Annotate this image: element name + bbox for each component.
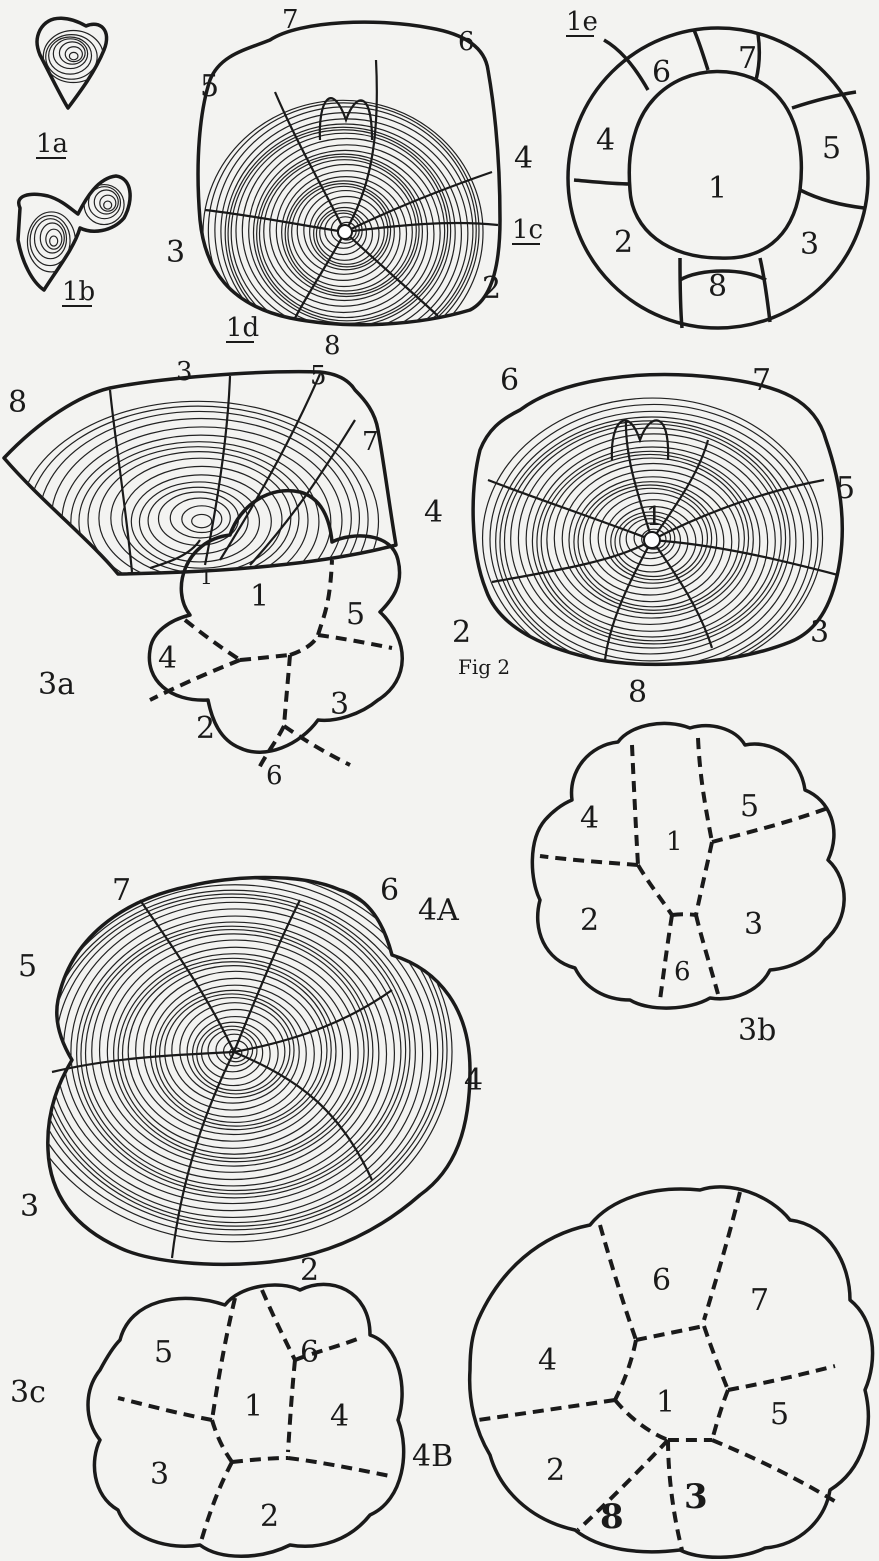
chamber-label-1c-2: 2 — [482, 271, 501, 306]
chamber-label-3a-6: 6 — [266, 761, 283, 791]
chamber-label-1c-6: 6 — [458, 27, 475, 57]
growth-line — [111, 458, 291, 578]
figure-1d-label: 1d — [226, 313, 259, 343]
chamber-label-3a-2: 2 — [196, 711, 215, 746]
figure-1b-label: 1b — [62, 277, 95, 307]
chamber-label-1d-7: 7 — [362, 427, 379, 457]
chamber-label-4B-4: 4 — [538, 1343, 557, 1378]
chamber-label-1e-4: 4 — [596, 123, 615, 158]
growth-line — [18, 401, 378, 641]
chamber-label-fig2-6: 6 — [500, 363, 519, 398]
chamber-label-1e-2: 2 — [614, 225, 633, 260]
growth-line — [118, 954, 350, 1155]
figure-3a-label: 3a — [38, 667, 75, 702]
figure-3a: 1 5 4 2 3 6 3a — [38, 491, 402, 791]
growth-line — [39, 411, 359, 624]
chamber-label-4B-8: 8 — [600, 1497, 624, 1537]
chamber-label-fig2-5: 5 — [836, 471, 855, 506]
figure-2: 6 7 5 4 1 2 3 8 Fig 2 — [424, 363, 855, 710]
figure-4A: 7 6 5 4 3 2 4A — [12, 862, 483, 1288]
figure-4A-label: 4A — [418, 893, 459, 928]
chamber-label-fig2-2: 2 — [452, 615, 471, 650]
chamber-label-1d-5: 5 — [310, 361, 327, 391]
growth-lines-1a — [43, 31, 103, 83]
chamber-label-1c-4: 4 — [514, 141, 533, 176]
chamber-label-1c-3: 3 — [166, 235, 185, 270]
chamber-label-4A-6: 6 — [380, 873, 399, 908]
figure-1d: 1d 8 3 5 7 1 — [4, 313, 396, 641]
chamber-label-4B-6: 6 — [652, 1263, 671, 1298]
growth-line — [192, 514, 212, 527]
chamber-label-1c-5: 5 — [200, 69, 219, 104]
chamber-label-3b-6: 6 — [674, 957, 691, 987]
figure-4B: 4 6 7 1 5 2 3 8 — [470, 1187, 873, 1557]
chamber-label-fig2-3: 3 — [810, 615, 829, 650]
chamber-label-3b-5: 5 — [740, 789, 759, 824]
chamber-label-4B-7: 7 — [750, 1283, 769, 1318]
growth-line — [155, 985, 314, 1122]
figure-4B-label: 4B — [412, 1439, 453, 1474]
figure-1a-label: 1a — [36, 129, 68, 159]
chamber-label-3b-3: 3 — [744, 907, 763, 942]
chamber-label-3b-2: 2 — [580, 903, 599, 938]
chamber-label-1e-1: 1 — [708, 171, 727, 206]
chamber-label-4B-2: 2 — [546, 1453, 565, 1488]
figure-1b: 1b — [18, 176, 130, 307]
chamber-label-4A-7: 7 — [112, 873, 131, 908]
chamber-label-fig2-1: 1 — [646, 502, 663, 532]
chamber-label-4B-3: 3 — [684, 1477, 708, 1517]
figure-2-caption: Fig 2 — [458, 655, 510, 679]
chamber-label-3c-1: 1 — [244, 1389, 263, 1424]
growth-line — [79, 442, 319, 602]
growth-line — [69, 52, 78, 59]
chamber-label-3c-3: 3 — [150, 1457, 169, 1492]
chamber-label-3a-4: 4 — [158, 641, 177, 676]
growth-line — [104, 201, 112, 209]
chamber-label-3a-5: 5 — [346, 597, 365, 632]
chamber-label-fig2-4: 4 — [424, 495, 443, 530]
growth-line — [50, 236, 58, 246]
chamber-label-4A-5: 5 — [18, 949, 37, 984]
figure-1c: 7 6 5 4 3 2 8 1c — [166, 5, 543, 364]
chamber-label-3c-5: 5 — [154, 1335, 173, 1370]
chamber-label-4B-1: 1 — [656, 1385, 675, 1420]
chamber-label-1e-6: 6 — [652, 55, 671, 90]
chamber-label-3a-1: 1 — [250, 579, 269, 614]
chamber-label-1c-8: 8 — [324, 331, 341, 361]
chamber-label-3c-4: 4 — [330, 1399, 349, 1434]
chamber-label-3b-4: 4 — [580, 801, 599, 836]
chamber-label-fig2-7: 7 — [752, 363, 771, 398]
chamber-label-4A-3: 3 — [20, 1189, 39, 1224]
figure-3c-label: 3c — [10, 1375, 46, 1410]
figure-1e: 1e 1 2 3 4 5 6 7 8 — [566, 7, 868, 328]
growth-lines-1d — [18, 401, 378, 641]
chamber-label-4A-4: 4 — [464, 1063, 483, 1098]
chamber-label-4B-5: 5 — [770, 1397, 789, 1432]
chamber-label-3c-6: 6 — [300, 1335, 319, 1370]
chamber-label-3c-2: 2 — [260, 1499, 279, 1534]
chamber-label-4A-2: 2 — [300, 1253, 319, 1288]
chamber-label-1d-1: 1 — [200, 565, 213, 589]
chamber-label-fig2-8: 8 — [628, 675, 647, 710]
growth-line — [43, 31, 103, 83]
chamber-label-1d-3: 3 — [176, 357, 193, 387]
chamber-label-1d-8: 8 — [8, 385, 27, 420]
figure-1c-label: 1c — [512, 215, 543, 245]
figure-3b: 4 1 5 2 3 6 3b — [532, 723, 844, 1048]
figure-1a: 1a — [36, 18, 107, 159]
chamber-label-1c-7: 7 — [282, 5, 299, 35]
chamber-label-1e-3: 3 — [800, 227, 819, 262]
chamber-label-1e-8: 8 — [708, 269, 727, 304]
chamber-label-3b-1: 1 — [666, 827, 683, 857]
chamber-label-1e-5: 5 — [822, 131, 841, 166]
figure-1e-label: 1e — [566, 7, 598, 37]
figure-3c: 5 6 1 4 3 2 3c — [10, 1284, 404, 1556]
chamber-label-3a-3: 3 — [330, 687, 349, 722]
chamber-label-1e-7: 7 — [738, 41, 757, 76]
figure-3b-label: 3b — [738, 1013, 776, 1048]
